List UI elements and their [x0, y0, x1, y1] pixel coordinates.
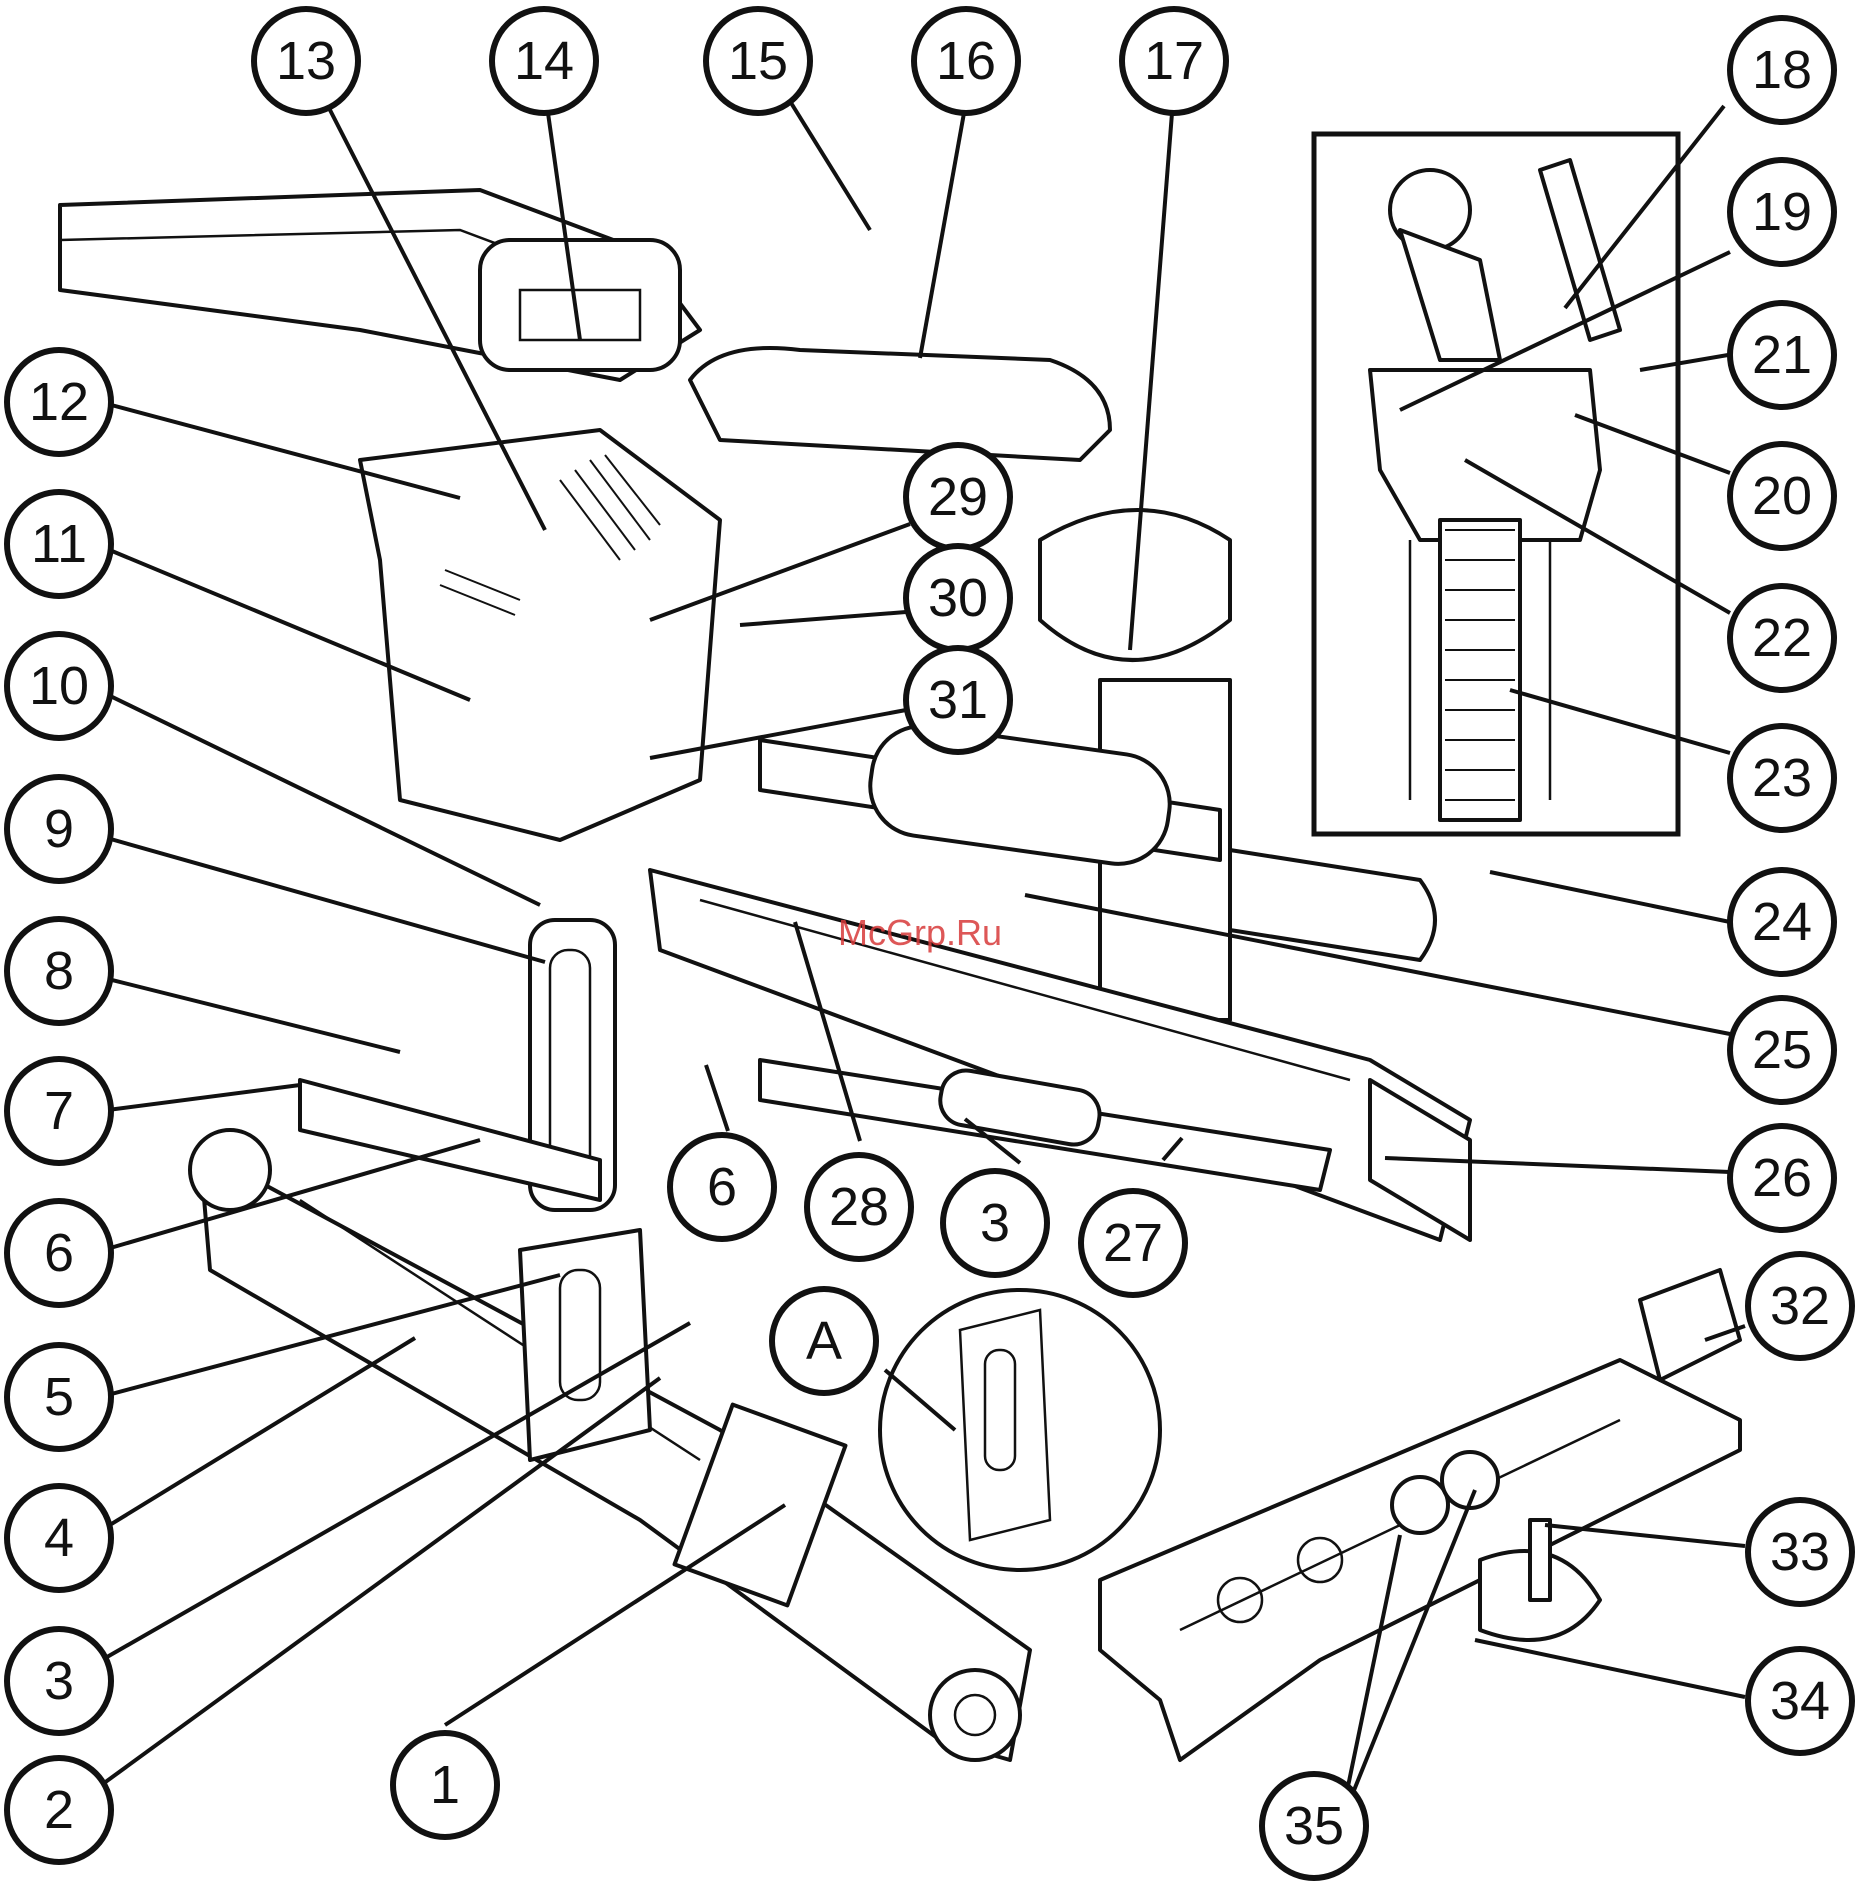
callout-label: 14 [514, 31, 574, 91]
callout-label: 13 [276, 31, 336, 91]
callout-2: 2 [7, 1758, 111, 1862]
callout-26: 26 [1730, 1126, 1834, 1230]
callout-label: 27 [1103, 1213, 1163, 1273]
callout-3-left: 3 [7, 1629, 111, 1733]
callout-label: 23 [1752, 748, 1812, 808]
callout-label: 9 [44, 799, 74, 859]
callout-label: 21 [1752, 325, 1812, 385]
callout-5: 5 [7, 1345, 111, 1449]
callout-8: 8 [7, 919, 111, 1023]
callout-label: 25 [1752, 1020, 1812, 1080]
callout-24: 24 [1730, 870, 1834, 974]
callout-18: 18 [1730, 18, 1834, 122]
callout-label: 29 [928, 467, 988, 527]
callout-28: 28 [807, 1155, 911, 1259]
callout-label: A [806, 1311, 842, 1371]
callout-A: A [772, 1289, 876, 1393]
callout-label: 3 [44, 1651, 74, 1711]
callout-15: 15 [706, 9, 810, 113]
callout-6-left: 6 [7, 1201, 111, 1305]
callout-label: 8 [44, 941, 74, 1001]
callout-29: 29 [906, 445, 1010, 549]
callout-6-center: 6 [670, 1135, 774, 1239]
callout-label: 12 [29, 372, 89, 432]
callout-label: 35 [1284, 1796, 1344, 1856]
callout-35: 35 [1262, 1774, 1366, 1878]
callout-11: 11 [7, 492, 111, 596]
callout-31: 31 [906, 648, 1010, 752]
callout-label: 17 [1144, 31, 1204, 91]
callout-label: 18 [1752, 40, 1812, 100]
callout-19: 19 [1730, 160, 1834, 264]
callout-label: 7 [44, 1081, 74, 1141]
callout-label: 34 [1770, 1671, 1830, 1731]
watermark-text: McGrp.Ru [838, 912, 1002, 953]
callout-32: 32 [1748, 1254, 1852, 1358]
callout-1: 1 [393, 1733, 497, 1837]
callout-9: 9 [7, 777, 111, 881]
callout-21: 21 [1730, 303, 1834, 407]
callout-label: 19 [1752, 182, 1812, 242]
callout-label: 31 [928, 670, 988, 730]
callout-12: 12 [7, 350, 111, 454]
callout-label: 16 [936, 31, 996, 91]
callout-4: 4 [7, 1486, 111, 1590]
callout-27: 27 [1081, 1191, 1185, 1295]
callout-label: 20 [1752, 466, 1812, 526]
callout-label: 28 [829, 1177, 889, 1237]
callout-label: 33 [1770, 1522, 1830, 1582]
callout-label: 6 [707, 1157, 737, 1217]
callout-label: 4 [44, 1508, 74, 1568]
callout-label: 1 [430, 1755, 460, 1815]
callout-30: 30 [906, 546, 1010, 650]
callout-label: 26 [1752, 1148, 1812, 1208]
callout-label: 24 [1752, 892, 1812, 952]
callout-33: 33 [1748, 1500, 1852, 1604]
callout-16: 16 [914, 9, 1018, 113]
callout-label: 3 [980, 1193, 1010, 1253]
callout-label: 5 [44, 1367, 74, 1427]
callout-label: 15 [728, 31, 788, 91]
callout-label: 10 [29, 656, 89, 716]
callout-34: 34 [1748, 1649, 1852, 1753]
callout-14: 14 [492, 9, 596, 113]
callout-label: 11 [31, 514, 87, 574]
callout-22: 22 [1730, 586, 1834, 690]
callout-label: 6 [44, 1223, 74, 1283]
callout-label: 2 [44, 1780, 74, 1840]
callout-10: 10 [7, 634, 111, 738]
callout-13: 13 [254, 9, 358, 113]
callout-label: 22 [1752, 608, 1812, 668]
callout-label: 30 [928, 568, 988, 628]
callout-17: 17 [1122, 9, 1226, 113]
callout-25: 25 [1730, 998, 1834, 1102]
callout-label: 32 [1770, 1276, 1830, 1336]
callout-7: 7 [7, 1059, 111, 1163]
callout-20: 20 [1730, 444, 1834, 548]
callout-3-center: 3 [943, 1171, 1047, 1275]
callout-23: 23 [1730, 726, 1834, 830]
